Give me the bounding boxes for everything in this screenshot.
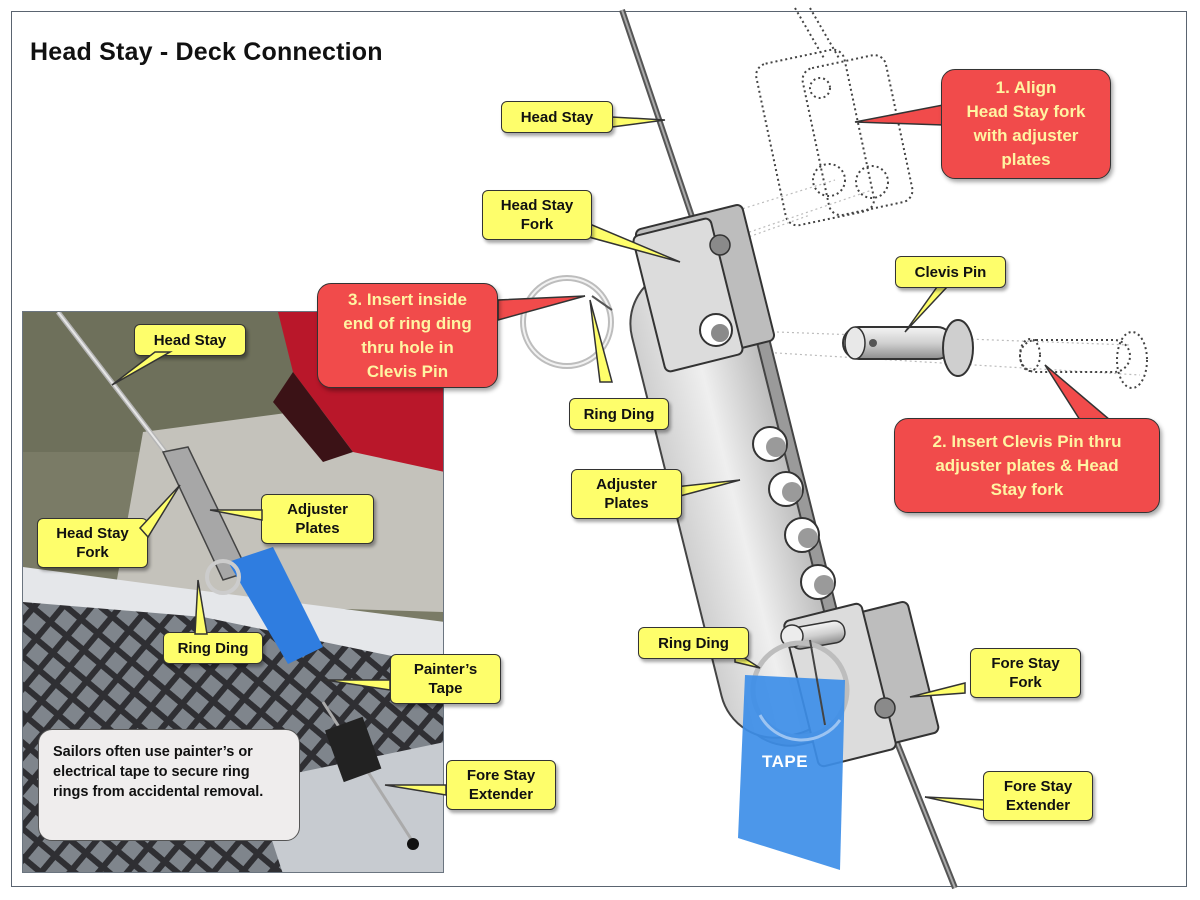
label-clevis-pin: Clevis Pin <box>895 256 1006 288</box>
note-box: Sailors often use painter’s or electrica… <box>38 729 300 841</box>
tape-ring-overlay <box>758 639 842 742</box>
label-head-stay-fork: Head Stay Fork <box>482 190 592 240</box>
photo-label-fore-stay-extender: Fore Stay Extender <box>446 760 556 810</box>
clevis-pin-part <box>842 319 974 377</box>
tape-strip <box>738 675 845 870</box>
label-fore-stay-fork: Fore Stay Fork <box>970 648 1081 698</box>
photo-label-painters-tape: Painter’s Tape <box>390 654 501 704</box>
step-pointers <box>497 104 1113 421</box>
photo-label-ring-ding: Ring Ding <box>163 632 263 664</box>
photo-label-head-stay-fork: Head Stay Fork <box>37 518 148 568</box>
photo-label-head-stay: Head Stay <box>134 324 246 356</box>
ring-ding-loose <box>520 275 614 369</box>
label-head-stay: Head Stay <box>501 101 613 133</box>
step2-insert-clevis-pin: 2. Insert Clevis Pin thru adjuster plate… <box>894 418 1160 513</box>
step3-insert-ring-ding: 3. Insert inside end of ring ding thru h… <box>317 283 498 388</box>
callout-pointers <box>584 116 986 811</box>
label-ring-ding-bottom: Ring Ding <box>638 627 749 659</box>
ghost-clevis-pin <box>1019 331 1148 389</box>
label-fore-stay-extender: Fore Stay Extender <box>983 771 1093 821</box>
step1-align: 1. Align Head Stay fork with adjuster pl… <box>941 69 1111 179</box>
ghost-fork-outline <box>755 7 914 227</box>
label-ring-ding-top: Ring Ding <box>569 398 669 430</box>
label-adjuster-plates: Adjuster Plates <box>571 469 682 519</box>
page-title: Head Stay - Deck Connection <box>30 38 383 66</box>
tape-label: TAPE <box>762 752 809 771</box>
photo-label-adjuster-plates: Adjuster Plates <box>261 494 374 544</box>
adjuster-holes <box>718 284 836 600</box>
